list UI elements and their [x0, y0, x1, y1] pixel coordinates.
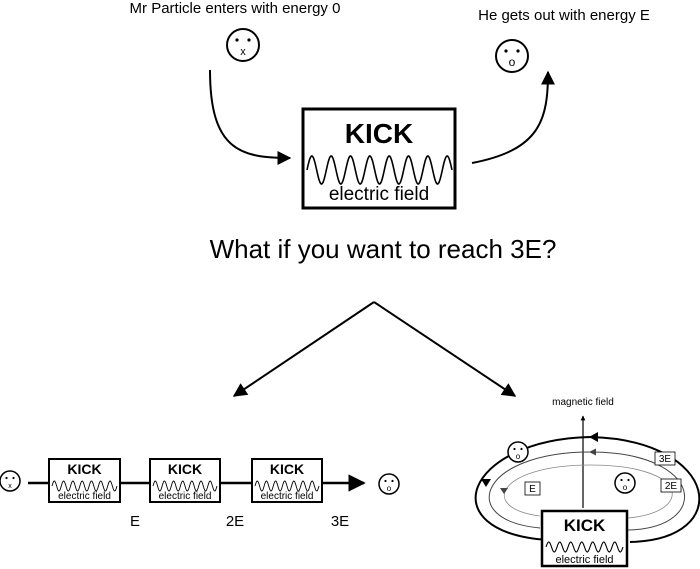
- svg-text:electric field: electric field: [159, 491, 212, 502]
- linear-kick-box: KICK electric field: [149, 458, 221, 503]
- svg-text:KICK: KICK: [270, 461, 304, 477]
- svg-text:electric field: electric field: [58, 491, 111, 502]
- magnetic-field-label: magnetic field: [552, 397, 614, 408]
- ring-inner-face-icon: o: [614, 472, 636, 494]
- electric-field-wave-icon: [152, 480, 218, 492]
- orbit-arrowhead: [481, 479, 491, 487]
- exit-face-mouth: o: [509, 55, 516, 69]
- kick-label: KICK: [345, 118, 413, 149]
- branch-arrow-right: [373, 301, 517, 397]
- electric-field-wave-icon: [254, 480, 320, 492]
- particle-exit-face-icon: o: [495, 39, 529, 73]
- orbit-arrowhead: [589, 432, 598, 442]
- linear-kick-box: KICK electric field: [48, 458, 121, 503]
- svg-text:o: o: [516, 452, 521, 461]
- linear-end-face-icon: o: [378, 473, 400, 495]
- field-label: electric field: [329, 184, 429, 205]
- svg-text:KICK: KICK: [67, 461, 101, 477]
- svg-text:2E: 2E: [665, 481, 678, 492]
- enter-face-mouth: x: [240, 46, 246, 58]
- orbit-arrowhead: [500, 488, 508, 494]
- svg-text:KICK: KICK: [168, 461, 202, 477]
- linear-energy-label: 3E: [331, 513, 349, 530]
- electric-field-wave-icon: [51, 480, 118, 492]
- kick-box-main: KICK electric field: [301, 107, 457, 210]
- orbit-label-3e: 3E: [654, 451, 676, 466]
- orbit-label-2e: 2E: [660, 478, 682, 493]
- svg-text:electric field: electric field: [555, 554, 613, 566]
- exit-caption: He gets out with energy E: [478, 7, 650, 24]
- orbit-e: [503, 464, 673, 519]
- question-text: What if you want to reach 3E?: [210, 234, 557, 264]
- branch-arrow-left: [232, 301, 375, 397]
- orbit-arrowhead: [589, 448, 596, 456]
- linear-energy-label: 2E: [226, 513, 244, 530]
- svg-text:electric field: electric field: [261, 491, 314, 502]
- svg-text:KICK: KICK: [564, 516, 606, 535]
- linear-energy-label: E: [130, 513, 140, 530]
- svg-text:o: o: [387, 484, 392, 493]
- svg-text:3E: 3E: [659, 454, 672, 465]
- exit-arrow: [471, 70, 555, 164]
- linear-kick-box: KICK electric field: [251, 458, 323, 503]
- circular-accelerator: magnetic field E 2E 3E o: [474, 397, 700, 568]
- svg-text:E: E: [529, 484, 536, 495]
- electric-field-wave-icon: [306, 155, 453, 185]
- ring-outer-face-icon: o: [507, 441, 529, 463]
- electric-field-wave-icon: [545, 541, 624, 553]
- ring-kick-box: KICK electric field: [540, 509, 629, 568]
- svg-text:x: x: [8, 483, 12, 490]
- linear-start-face-icon: x: [0, 470, 21, 492]
- particle-enter-face-icon: x: [226, 28, 260, 62]
- linear-accelerator: x o KICK electric field E KICK electric …: [0, 458, 400, 530]
- enter-arrow: [209, 69, 292, 165]
- orbit-label-e: E: [524, 481, 541, 496]
- svg-text:o: o: [623, 483, 628, 492]
- enter-caption: Mr Particle enters with energy 0: [130, 0, 341, 17]
